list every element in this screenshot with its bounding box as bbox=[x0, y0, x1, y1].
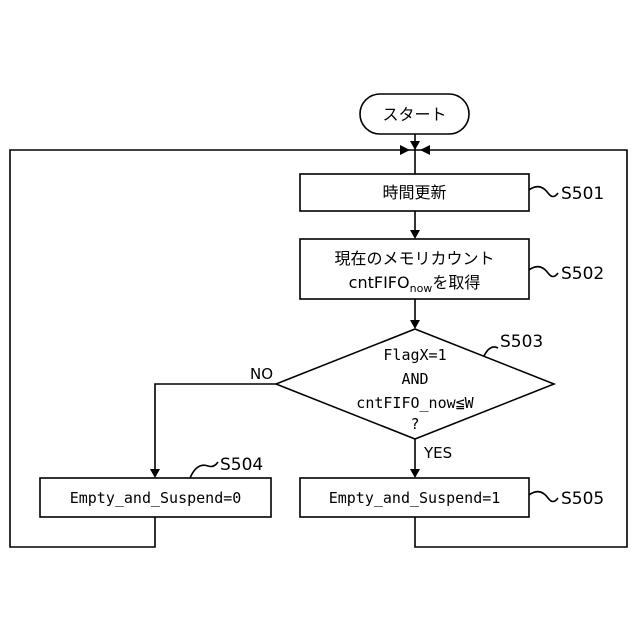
step-s505-id: S505 bbox=[561, 489, 604, 509]
step-s502-line2-subscript: now bbox=[410, 282, 433, 295]
start-label: スタート bbox=[382, 105, 446, 124]
branch-no-label: NO bbox=[250, 365, 273, 383]
step-s505-text: Empty_and_Suspend=1 bbox=[329, 489, 501, 507]
arrow-s502-to-s503 bbox=[410, 320, 420, 329]
step-s504-leader bbox=[190, 462, 218, 478]
decision-s503-line2: AND bbox=[401, 370, 428, 388]
step-s502-line1: 現在のメモリカウント bbox=[334, 249, 494, 268]
step-s502-leader bbox=[529, 267, 558, 277]
step-s505-leader bbox=[529, 492, 558, 502]
decision-s503-id: S503 bbox=[500, 332, 543, 352]
step-s502-line2-suffix: を取得 bbox=[432, 273, 480, 292]
arrow-s501-to-s502 bbox=[410, 230, 420, 239]
step-s504-id: S504 bbox=[220, 455, 263, 475]
step-s501-leader bbox=[529, 187, 558, 197]
decision-s503-line1: FlagX=1 bbox=[383, 346, 446, 364]
arrow-no-to-s504 bbox=[150, 469, 160, 478]
step-s504-text: Empty_and_Suspend=0 bbox=[70, 489, 242, 507]
decision-s503-line4: ? bbox=[410, 415, 419, 433]
decision-s503-line3: cntFIFO_now≦W bbox=[356, 394, 474, 412]
decision-s503-leader bbox=[484, 347, 498, 356]
arrow-yes-to-s505 bbox=[410, 469, 420, 478]
step-s501-id: S501 bbox=[561, 184, 604, 204]
branch-yes-label: YES bbox=[423, 444, 452, 462]
step-s501-text: 時間更新 bbox=[382, 183, 446, 202]
step-s502-id: S502 bbox=[561, 264, 604, 284]
step-s502-line2-prefix: cntFIFO bbox=[349, 273, 410, 292]
arrow-into-merge bbox=[410, 141, 420, 150]
arrow-loop-right bbox=[420, 145, 430, 155]
arrow-loop-left bbox=[400, 145, 410, 155]
